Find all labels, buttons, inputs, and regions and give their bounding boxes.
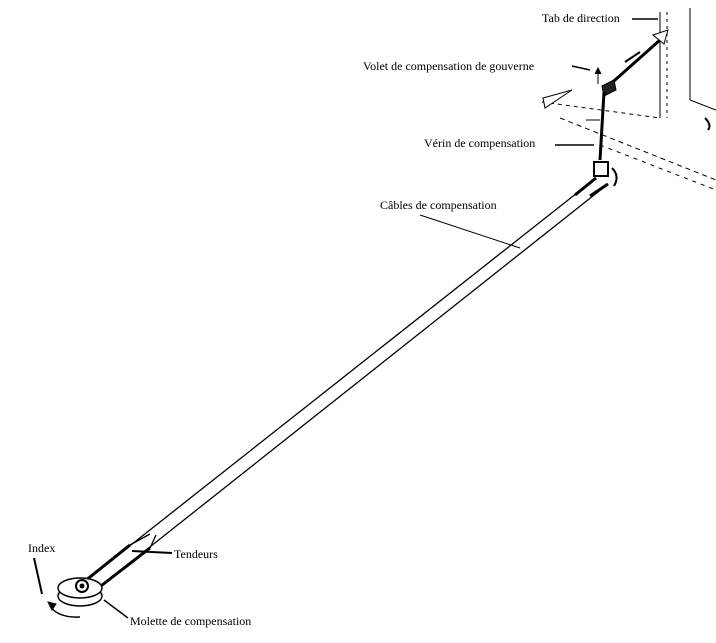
- label-verin-compensation: Vérin de compensation: [424, 136, 536, 150]
- rudder-structure: [541, 8, 716, 191]
- trim-actuator: [586, 91, 618, 187]
- label-tab-de-direction: Tab de direction: [542, 11, 620, 25]
- label-tendeurs: Tendeurs: [174, 547, 218, 561]
- label-molette-compensation: Molette de compensation: [130, 614, 252, 628]
- trim-cables: [69, 176, 609, 598]
- tab-control-rod: [594, 29, 669, 97]
- label-cables-compensation: Câbles de compensation: [380, 198, 497, 212]
- label-index: Index: [28, 541, 56, 555]
- label-volet-compensation: Volet de compensation de gouverne: [363, 59, 535, 73]
- leader-lines: [33, 18, 658, 619]
- trim-wheel: [47, 577, 103, 618]
- trim-tab: [542, 89, 573, 109]
